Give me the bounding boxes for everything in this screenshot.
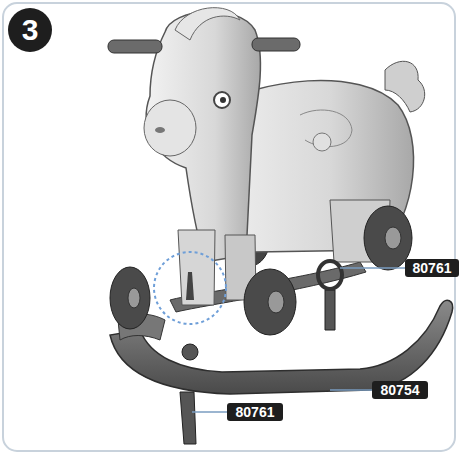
- foot-piece: [180, 392, 196, 444]
- eye: [214, 92, 230, 108]
- detail-circle: [154, 252, 226, 324]
- handle: [252, 38, 300, 51]
- mane: [175, 8, 240, 40]
- front-leg: [178, 230, 215, 305]
- callout-number: 80761: [405, 259, 459, 277]
- panel-border: [3, 3, 455, 451]
- wheel-hub: [268, 291, 284, 313]
- wheel: [244, 269, 296, 335]
- callout-number: 80761: [227, 403, 283, 421]
- snout: [144, 100, 196, 156]
- pupil: [220, 97, 226, 103]
- handle: [108, 40, 162, 53]
- leader-line: [330, 389, 372, 391]
- side-button: [313, 133, 331, 151]
- nostril: [155, 127, 165, 133]
- wheel-hub: [385, 227, 401, 249]
- callout-number: 80754: [372, 381, 428, 399]
- step-number: 3: [8, 8, 52, 52]
- wheel-hub: [128, 288, 140, 308]
- ring-clip: [318, 261, 342, 289]
- leader-line: [192, 411, 227, 413]
- wheel: [110, 267, 150, 329]
- slot: [186, 272, 194, 300]
- bolt-hole: [182, 344, 198, 360]
- leader-line: [340, 267, 406, 269]
- post: [325, 290, 335, 330]
